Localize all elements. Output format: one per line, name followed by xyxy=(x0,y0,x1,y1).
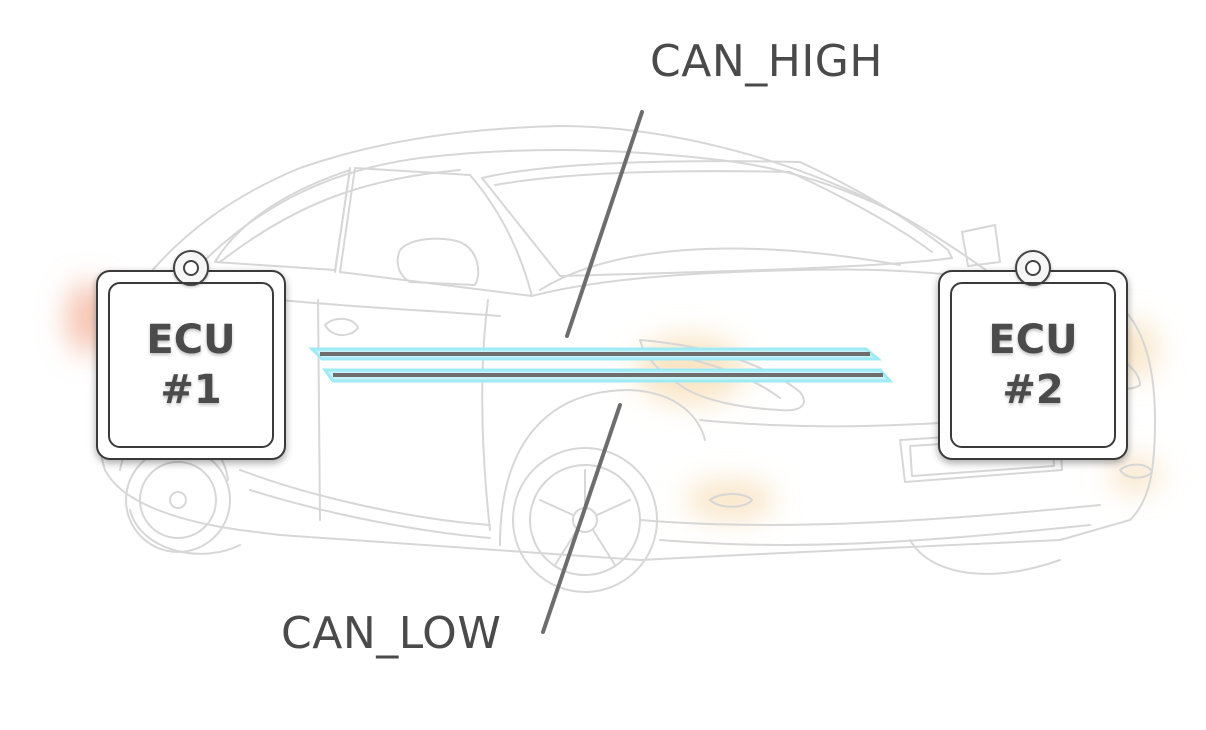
ecu-connector-pin-icon xyxy=(173,250,209,286)
ecu-1-title: ECU xyxy=(146,317,236,363)
can-low-wire xyxy=(322,368,894,383)
ecu-1-box: ECU #1 xyxy=(96,250,286,460)
ecu-1-inner: ECU #1 xyxy=(108,282,274,448)
can-low-label: CAN_LOW xyxy=(281,608,502,659)
can-high-wire xyxy=(308,347,883,361)
ecu-1-number: #1 xyxy=(160,367,222,413)
ecu-2-number: #2 xyxy=(1002,367,1064,413)
foglight-glow-left xyxy=(685,480,775,520)
car-illustration xyxy=(97,125,1156,593)
ecu-2-inner: ECU #2 xyxy=(950,282,1116,448)
can-high-label: CAN_HIGH xyxy=(650,36,883,87)
ecu-2-title: ECU xyxy=(988,317,1078,363)
ecu-connector-pin-icon xyxy=(1015,250,1051,286)
can-low-leader-line xyxy=(541,403,622,634)
ecu-2-box: ECU #2 xyxy=(938,250,1128,460)
can-high-leader-line xyxy=(565,110,644,338)
